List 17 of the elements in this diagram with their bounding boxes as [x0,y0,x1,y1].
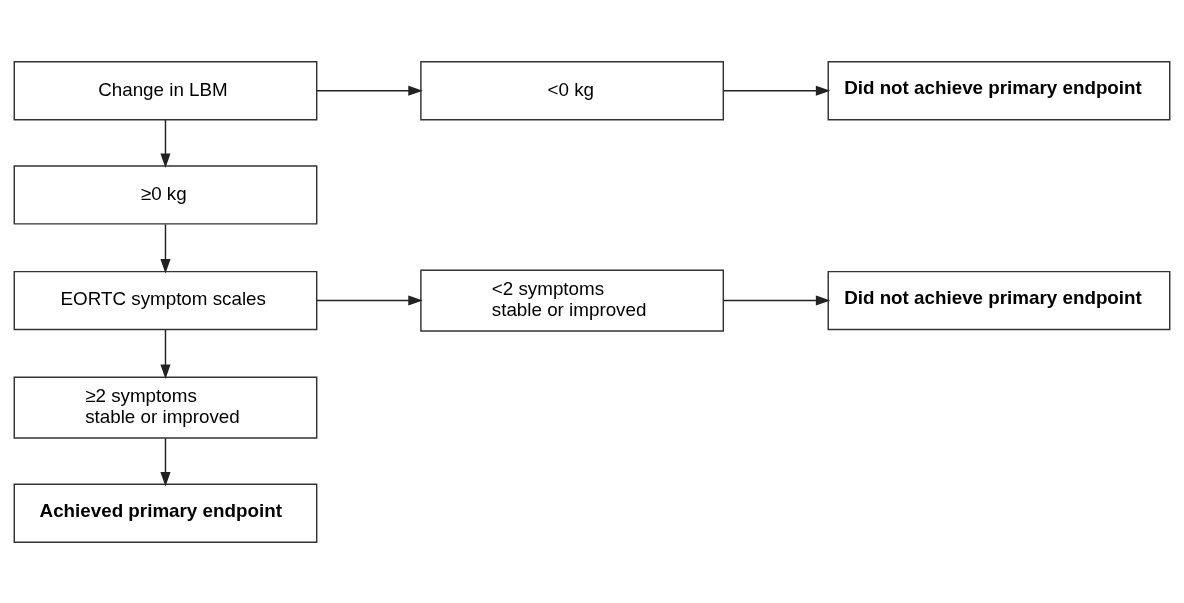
arrow [160,223,171,273]
arrow [160,118,171,168]
node-box: Did not achieve primary endpoint [827,270,1171,330]
node-box: Did not achieve primary endpoint [827,60,1171,120]
arrow [160,328,171,379]
arrow [160,436,171,486]
node-box: ≥0 kg [13,164,318,225]
node-box: Change in LBM [13,60,318,120]
node-box: Achieved primary endpoint [13,483,318,543]
arrow [723,85,831,96]
node-box: ≥2 symptoms stable or improved [13,376,318,439]
node-box: <2 symptoms stable or improved [420,268,725,332]
arrow [316,85,423,96]
node-box: <0 kg [420,60,725,120]
arrow [316,294,423,306]
arrow [723,294,831,306]
node-box: EORTC symptom scales [13,270,318,330]
